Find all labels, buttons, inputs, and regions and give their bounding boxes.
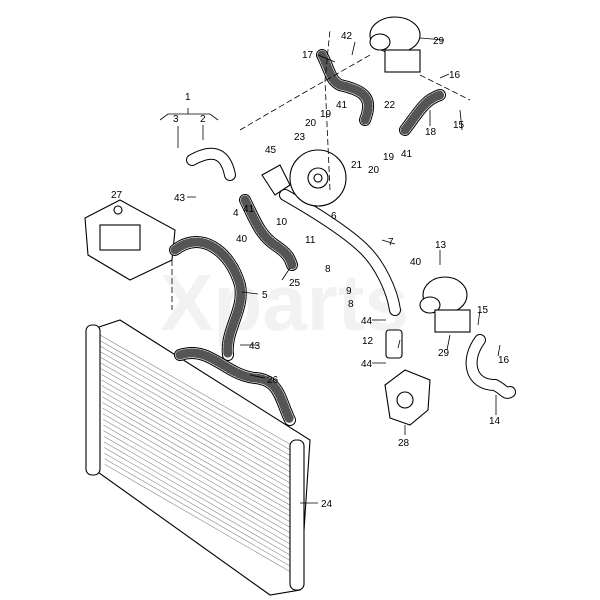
callout-2: 2 (200, 114, 206, 125)
callout-24: 24 (321, 499, 333, 510)
radiator-fin-line (101, 368, 299, 483)
radiator-fin-line (99, 334, 301, 451)
callout-8: 8 (325, 264, 331, 275)
hose-part-12[interactable] (385, 329, 403, 359)
callout-41: 41 (243, 204, 255, 215)
radiator-fin-line (104, 458, 296, 570)
radiator-fin-line (100, 345, 300, 462)
callout-40: 40 (236, 234, 248, 245)
hose-part-5[interactable] (169, 236, 247, 361)
callout-15: 15 (453, 120, 465, 131)
turbocharger-part-29-bottom[interactable] (419, 276, 471, 333)
callout-17: 17 (302, 50, 314, 61)
callout-9: 9 (346, 286, 352, 297)
radiator-fin-line (103, 441, 297, 554)
callout-41: 41 (401, 149, 413, 160)
radiator-fin-line (102, 413, 298, 527)
callout-18: 18 (425, 127, 437, 138)
radiator-fin-line (104, 447, 296, 559)
radiator-fin-line (101, 379, 299, 494)
callout-28: 28 (398, 438, 410, 449)
radiator-fin-line (101, 385, 299, 500)
thermostat-housing-part-45[interactable] (261, 164, 291, 196)
radiator-fin-line (102, 407, 298, 521)
radiator-fin-line (102, 396, 298, 510)
callout-45: 45 (265, 145, 277, 156)
radiator-fin-line (104, 452, 296, 565)
callout-1: 1 (185, 92, 191, 103)
callout-27: 27 (111, 190, 123, 201)
radiator-fin-line (101, 390, 299, 505)
callout-40: 40 (410, 257, 422, 268)
callout-16: 16 (498, 355, 510, 366)
radiator-fin-line (103, 435, 297, 548)
hose-part-25[interactable] (239, 194, 298, 271)
pipe-part-14[interactable] (465, 334, 516, 399)
radiator-fin-line (101, 374, 299, 489)
callout-11: 11 (305, 235, 316, 246)
watermark: Xparts (160, 258, 409, 347)
water-pump-part-28[interactable] (384, 369, 431, 426)
hose-part-26[interactable] (174, 347, 296, 426)
callout-44: 44 (361, 316, 373, 327)
radiator-fin-line (103, 430, 297, 543)
radiator-fin-line (104, 464, 296, 575)
alternator-part-23[interactable] (289, 149, 347, 207)
radiator-fin-line (103, 424, 297, 537)
callout-10: 10 (276, 217, 288, 228)
callout-43: 43 (249, 341, 261, 352)
callout-12: 12 (362, 336, 374, 347)
callout-43: 43 (174, 193, 186, 204)
callout-20: 20 (368, 165, 380, 176)
radiator-fin-line (100, 351, 300, 467)
coolant-pipe-part-1[interactable] (186, 147, 236, 181)
callout-5: 5 (262, 290, 268, 301)
callout-16: 16 (449, 70, 461, 81)
callout-44: 44 (361, 359, 373, 370)
callout-19: 19 (383, 152, 395, 163)
radiator-fin-line (100, 357, 300, 472)
callout-42: 42 (341, 31, 353, 42)
callout-20: 20 (305, 118, 317, 129)
callout-8: 8 (348, 299, 354, 310)
callout-19: 19 (320, 109, 332, 120)
callout-15: 15 (477, 305, 489, 316)
hose-part-17[interactable] (316, 49, 375, 126)
callout-21: 21 (351, 160, 363, 171)
callout-3: 3 (173, 114, 179, 125)
callout-29: 29 (433, 36, 445, 47)
callout-13: 13 (435, 240, 447, 251)
callout-14: 14 (489, 416, 501, 427)
hose-part-18[interactable] (399, 89, 446, 136)
radiator-fin-line (102, 419, 298, 532)
callout-41: 41 (336, 100, 348, 111)
turbocharger-part-29-top[interactable] (369, 16, 421, 73)
callout-26: 26 (267, 375, 279, 386)
radiator-fin-line (102, 402, 298, 516)
radiator-fin-line (100, 340, 300, 456)
radiator-fin-line (100, 362, 300, 478)
callout-23: 23 (294, 132, 306, 143)
callout-4: 4 (233, 208, 239, 219)
radiator-part-24[interactable] (85, 319, 311, 596)
coolant-pipe-part-6[interactable] (279, 189, 401, 316)
callout-25: 25 (289, 278, 301, 289)
callout-6: 6 (331, 211, 337, 222)
callout-29: 29 (438, 348, 450, 359)
callout-22: 22 (384, 100, 396, 111)
